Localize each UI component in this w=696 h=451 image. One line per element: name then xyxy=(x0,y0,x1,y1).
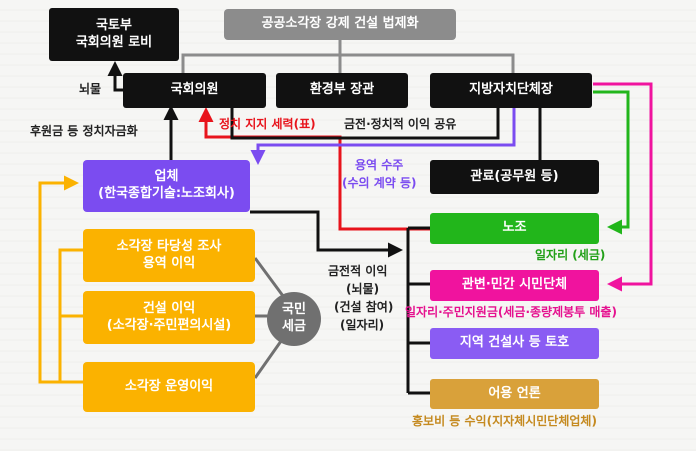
profit-share-line xyxy=(230,108,500,140)
tax-line2: 세금 xyxy=(282,319,306,334)
union-box: 노조 xyxy=(430,213,599,244)
assembly-label: 국회의원 xyxy=(170,82,219,98)
monetary-arrow xyxy=(250,210,403,258)
service-order-arrow xyxy=(250,101,516,165)
monetary-label-4: (일자리) xyxy=(340,318,385,332)
construction-line1: 건설 이익 xyxy=(142,300,196,316)
media-box: 어용 언론 xyxy=(430,379,599,409)
operation-box: 소각장 운영이익 xyxy=(83,362,255,412)
bribe-label: 뇌물 xyxy=(79,82,102,96)
political-support-label: 정치 지지 세력(표) xyxy=(219,117,316,131)
donation-label: 후원금 등 정치자금화 xyxy=(30,124,138,138)
legislation-box: 공공소각장 강제 건설 법제화 xyxy=(224,9,456,40)
env-minister-box: 환경부 장관 xyxy=(276,73,408,108)
company-box: 업체 (한국종합기술:노조회사) xyxy=(83,160,250,212)
assembly-box: 국회의원 xyxy=(123,73,266,108)
construction-box: 건설 이익 (소각장·주민편의시설) xyxy=(83,291,255,344)
jobs-label: 일자리 (세금) xyxy=(535,248,606,262)
lobby-line1: 국토부 xyxy=(96,17,132,33)
tax-circle: 국민 세금 xyxy=(267,292,321,346)
legislation-label: 공공소각장 강제 건설 법제화 xyxy=(261,16,419,32)
feasibility-line2: 용역 이익 xyxy=(142,255,196,271)
monetary-label-3: (건설 참여) xyxy=(334,300,394,314)
officials-box: 관료(공무원 등) xyxy=(430,160,599,194)
service-order-label-1: 용역 수주 xyxy=(355,158,404,172)
officials-label: 관료(공무원 등) xyxy=(470,168,559,184)
service-order-label-2: (수의 계약 등) xyxy=(342,176,417,190)
local-gov-box: 지방자치단체장 xyxy=(430,73,592,108)
local-gov-label: 지방자치단체장 xyxy=(469,82,553,98)
jobs-funds-arrow xyxy=(593,82,653,292)
monetary-label-1: 금전적 이익 xyxy=(328,264,388,278)
company-line1: 업체 xyxy=(154,169,179,185)
profit-share-label: 금전·정치적 이익 공유 xyxy=(344,117,457,131)
local-builders-label: 지역 건설사 등 토호 xyxy=(459,335,570,351)
company-line2: (한국종합기술:노조회사) xyxy=(98,186,235,201)
ad-revenue-label: 홍보비 등 수익(지자체시민단체업체) xyxy=(412,414,597,428)
union-label: 노조 xyxy=(502,220,527,236)
construction-line2: (소각장·주민편의시설) xyxy=(106,317,232,333)
jobs-funds-label: 일자리·주민지원금(세금·종량제봉투 매출) xyxy=(405,305,617,319)
local-builders-box: 지역 건설사 등 토호 xyxy=(430,328,599,359)
feasibility-box: 소각장 타당성 조사 용역 이익 xyxy=(83,229,255,282)
jobs-arrow xyxy=(593,90,630,235)
tax-line1: 국민 xyxy=(282,302,306,318)
civic-label: 관변·민간 시민단체 xyxy=(461,277,568,293)
lobby-box: 국토부 국회의원 로비 xyxy=(49,8,179,61)
lobby-line2: 국회의원 로비 xyxy=(75,34,153,50)
monetary-label-2: (뇌물) xyxy=(346,282,380,296)
operation-label: 소각장 운영이익 xyxy=(124,378,214,394)
feasibility-line1: 소각장 타당성 조사 xyxy=(116,238,222,254)
media-label: 어용 언론 xyxy=(488,385,541,401)
legislation-bracket xyxy=(181,38,515,73)
civic-box: 관변·민간 시민단체 xyxy=(430,270,599,301)
env-minister-label: 환경부 장관 xyxy=(309,82,375,98)
